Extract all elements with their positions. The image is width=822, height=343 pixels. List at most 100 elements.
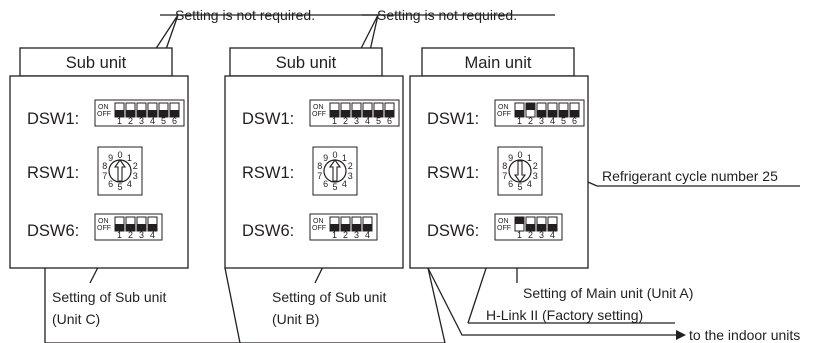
dsw1-switch-3-pos-4: 4 (550, 116, 555, 126)
dsw6-switch-2-lever-1 (330, 224, 339, 231)
dsw1-switch-3-lever-5 (559, 110, 568, 117)
dsw1-switch-2-pos-3: 3 (354, 116, 359, 126)
dsw1-switch-3-pos-1: 1 (517, 116, 522, 126)
dsw1-switch-1-lever-5 (159, 110, 168, 117)
dsw1-switch-1-pos-1: 1 (117, 116, 122, 126)
rsw1-label-2: RSW1: (242, 164, 294, 182)
rsw1-switch-1-digit-9: 9 (108, 153, 113, 163)
dsw1-switch-1-pos-5: 5 (161, 116, 166, 126)
dsw1-switch-2-on-label: ON (313, 104, 324, 111)
dsw1-switch-3-lever-2 (526, 103, 535, 110)
annotation-indoor: to the indoor units (689, 327, 800, 343)
dsw6-switch-3-lever-2 (526, 224, 535, 231)
rsw1-switch-3-digit-5: 5 (517, 182, 522, 192)
rsw1-switch-2-digit-7: 7 (317, 171, 322, 181)
rsw1-switch-3-pointer-icon (513, 160, 527, 183)
rsw1-switch-2-pointer-icon (328, 159, 342, 182)
annotation-not-required-1: Setting is not required. (175, 7, 315, 23)
dsw1-label-3: DSW1: (427, 110, 479, 128)
rsw1-switch-2-digit-1: 1 (342, 153, 347, 163)
dsw1-switch-1-off-label: OFF (97, 111, 111, 118)
dsw1-switch-1-lever-4 (148, 110, 157, 117)
dsw6-switch-3-on-label: ON (498, 218, 509, 225)
dsw6-switch-3-pos-3: 3 (539, 230, 544, 240)
dsw6-switch-1-lever-4 (148, 224, 157, 231)
dsw6-switch-2-pos-2: 2 (343, 230, 348, 240)
rsw1-label-1: RSW1: (27, 164, 79, 182)
rsw1-switch-1-digit-1: 1 (127, 153, 132, 163)
rsw1-switch-1-digit-6: 6 (108, 179, 113, 189)
dsw6-switch-2-pos-1: 1 (332, 230, 337, 240)
dsw6-label-1: DSW6: (27, 222, 79, 240)
rsw1-switch-2-digit-2: 2 (348, 161, 353, 171)
dsw1-switch-1-lever-6 (170, 110, 179, 117)
rsw1-switch-1-digit-4: 4 (127, 179, 132, 189)
dsw1-switch-2-pos-2: 2 (343, 116, 348, 126)
dsw1-switch-2-lever-4 (363, 110, 372, 117)
unit-title-3: Main unit (465, 54, 532, 72)
dsw1-switch-2-lever-5 (374, 110, 383, 117)
rsw1-switch-3-digit-2: 2 (533, 161, 538, 171)
rsw1-switch-1-digit-8: 8 (102, 161, 107, 171)
dsw1-switch-1-on-label: ON (98, 104, 109, 111)
dsw6-switch-3-lever-4 (548, 224, 557, 231)
dsw1-switch-3-lever-1 (515, 110, 524, 117)
rsw1-switch-2-digit-6: 6 (323, 179, 328, 189)
rsw1-switch-2-digit-9: 9 (323, 153, 328, 163)
dsw1-switch-3-pos-5: 5 (561, 116, 566, 126)
dsw6-switch-3-lever-3 (537, 224, 546, 231)
rsw1-switch-1-digit-3: 3 (133, 171, 138, 181)
rsw1-switch-1-digit-2: 2 (133, 161, 138, 171)
dsw6-switch-3-pos-2: 2 (528, 230, 533, 240)
annotation-main-a: Setting of Main unit (Unit A) (523, 285, 693, 301)
rsw1-switch-2-digit-0: 0 (332, 150, 337, 160)
dsw1-switch-3-off-label: OFF (497, 111, 511, 118)
unit-title-box-2 (229, 47, 383, 77)
rsw1-switch-1-digit-0: 0 (117, 150, 122, 160)
wire-sub-b (240, 267, 446, 343)
dsw1-switch-3-pos-3: 3 (539, 116, 544, 126)
dsw6-switch-2-off-label: OFF (312, 225, 326, 232)
rsw1-switch-1-digit-7: 7 (102, 171, 107, 181)
rsw1-switch-3-digit-3: 3 (533, 171, 538, 181)
annotation-sub-b-line1: Setting of Sub unit (272, 289, 387, 305)
unit-title-1: Sub unit (66, 54, 127, 72)
dsw1-switch-1-pos-2: 2 (128, 116, 133, 126)
dsw1-switch-3-pos-2: 2 (528, 116, 533, 126)
dsw1-switch-1-pos-4: 4 (150, 116, 155, 126)
dsw1-switch-2-pos-1: 1 (332, 116, 337, 126)
dsw6-switch-3-pos-4: 4 (550, 230, 555, 240)
rsw1-switch-3-digit-0: 0 (517, 150, 522, 160)
dsw1-switch-2-off-label: OFF (312, 111, 326, 118)
unit-title-2: Sub unit (276, 54, 337, 72)
annotation-sub-c-line1: Setting of Sub unit (52, 289, 167, 305)
rsw1-switch-3-digit-6: 6 (508, 179, 513, 189)
dsw1-switch-1-pos-6: 6 (172, 116, 177, 126)
dsw6-switch-3-lever-1 (515, 217, 524, 224)
dsw1-switch-2-pos-5: 5 (376, 116, 381, 126)
rsw1-switch-2-digit-5: 5 (332, 182, 337, 192)
rsw1-switch-2-digit-3: 3 (348, 171, 353, 181)
dsw6-switch-1-on-label: ON (98, 218, 109, 225)
rsw1-switch-1-frame (97, 146, 143, 196)
dsw1-switch-3-on-label: ON (498, 104, 509, 111)
dsw6-switch-2-on-label: ON (313, 218, 324, 225)
dsw1-label-2: DSW1: (242, 110, 294, 128)
dsw6-switch-1-pos-1: 1 (117, 230, 122, 240)
dsw1-switch-1-lever-1 (115, 110, 124, 117)
dsw6-switch-1-lever-2 (126, 224, 135, 231)
dsw6-switch-1-pos-2: 2 (128, 230, 133, 240)
arrow-icon (676, 330, 686, 340)
dsw1-switch-3-lever-4 (548, 110, 557, 117)
dsw1-switch-2-lever-2 (341, 110, 350, 117)
annotation-not-required-2: Setting is not required. (377, 7, 517, 23)
dsw1-switch-2-pos-6: 6 (387, 116, 392, 126)
dsw6-switch-3-pos-1: 1 (517, 230, 522, 240)
dsw6-switch-1-off-label: OFF (97, 225, 111, 232)
dsw6-switch-2-lever-3 (352, 224, 361, 231)
dsw6-switch-1-lever-3 (137, 224, 146, 231)
dsw1-switch-2-lever-1 (330, 110, 339, 117)
